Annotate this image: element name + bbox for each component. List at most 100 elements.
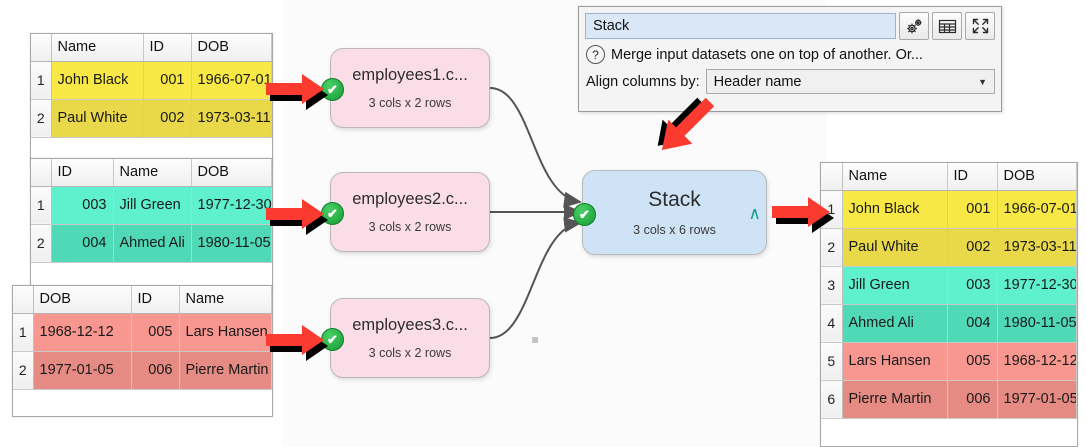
table-row[interactable]: 3 Jill Green 003 1977-12-30 [821,266,1077,305]
node-employees3[interactable]: ✔ employees3.c... 3 cols x 2 rows [321,298,490,378]
cell-name[interactable]: Pierre Martin [179,351,272,390]
cell-name[interactable]: Lars Hansen [179,313,272,352]
row-number: 2 [31,224,52,263]
help-icon[interactable]: ? [586,45,605,64]
table-row[interactable]: 6 Pierre Martin 006 1977-01-05 [821,380,1077,419]
column-header[interactable]: Name [842,163,948,191]
cell-name[interactable]: Jill Green [842,266,948,305]
cell-name[interactable]: Lars Hansen [842,342,948,381]
cell-name[interactable]: Ahmed Ali [113,224,192,263]
node-description: Merge input datasets one on top of anoth… [611,46,923,63]
cell-id[interactable]: 003 [947,266,998,305]
table-row[interactable]: 1 John Black 001 1966-07-01 [821,190,1077,229]
table-view-icon[interactable] [932,12,962,40]
fullscreen-expand-icon[interactable] [965,12,995,40]
node-title: employees1.c... [352,65,468,84]
align-columns-label: Align columns by: [586,73,700,90]
table-row[interactable]: 1 John Black 001 1966-07-01 [31,61,272,100]
input-table-employees3[interactable]: DOB ID Name 1 1968-12-12 005 Lars Hansen… [12,285,273,417]
cell-name[interactable]: Ahmed Ali [842,304,948,343]
cell-name[interactable]: John Black [842,190,948,229]
column-header[interactable]: ID [947,163,998,191]
cell-dob[interactable]: 1968-12-12 [33,313,132,352]
cell-dob[interactable]: 1966-07-01 [191,61,272,100]
column-header[interactable]: DOB [191,159,272,187]
row-number: 2 [13,351,34,390]
cell-id[interactable]: 005 [131,313,180,352]
table-row[interactable]: 5 Lars Hansen 005 1968-12-12 [821,342,1077,381]
cell-id[interactable]: 002 [947,228,998,267]
row-number: 2 [821,228,843,267]
column-header[interactable]: Name [113,159,192,187]
table-row[interactable]: 2 Paul White 002 1973-03-11 [821,228,1077,267]
cell-id[interactable]: 004 [51,224,114,263]
cell-dob[interactable]: 1980-11-05 [997,304,1077,343]
cell-id[interactable]: 006 [947,380,998,419]
cell-name[interactable]: John Black [51,61,144,100]
column-header[interactable]: DOB [997,163,1077,191]
cell-dob[interactable]: 1968-12-12 [997,342,1077,381]
properties-panel[interactable]: Stack [578,6,1002,112]
node-employees2[interactable]: ✔ employees2.c... 3 cols x 2 rows [321,172,490,252]
cell-id[interactable]: 003 [51,186,114,225]
table-row[interactable]: 2 004 Ahmed Ali 1980-11-05 [31,224,272,263]
output-table-stack[interactable]: Name ID DOB 1 John Black 001 1966-07-01 … [820,162,1078,447]
node-title: employees3.c... [352,315,468,334]
settings-gear-icon[interactable] [899,12,929,40]
node-stack[interactable]: ✔ Stack 3 cols x 6 rows ∧ [573,170,767,255]
column-header[interactable]: ID [143,34,192,62]
row-number: 1 [31,186,52,225]
row-number: 1 [13,313,34,352]
table-row[interactable]: 4 Ahmed Ali 004 1980-11-05 [821,304,1077,343]
cell-dob[interactable]: 1977-01-05 [997,380,1077,419]
cell-dob[interactable]: 1977-01-05 [33,351,132,390]
cell-dob[interactable]: 1977-12-30 [997,266,1077,305]
table-corner [821,163,843,191]
row-number: 6 [821,380,843,419]
cell-id[interactable]: 005 [947,342,998,381]
cell-dob[interactable]: 1973-03-11 [191,99,272,138]
cell-id[interactable]: 002 [143,99,192,138]
column-header[interactable]: Name [179,286,272,314]
status-ok-icon: ✔ [321,328,344,351]
table-corner [31,34,52,62]
input-table-employees1[interactable]: Name ID DOB 1 John Black 001 1966-07-01 … [30,33,273,165]
row-number: 2 [31,99,52,138]
node-subtitle: 3 cols x 2 rows [368,346,452,360]
table-row[interactable]: 1 1968-12-12 005 Lars Hansen [13,313,272,352]
table-row[interactable]: 2 1977-01-05 006 Pierre Martin [13,351,272,390]
cell-name[interactable]: Pierre Martin [842,380,948,419]
table-corner [13,286,34,314]
cell-name[interactable]: Paul White [51,99,144,138]
cell-id[interactable]: 001 [143,61,192,100]
table-row[interactable]: 2 Paul White 002 1973-03-11 [31,99,272,138]
column-header[interactable]: ID [131,286,180,314]
table-row[interactable]: 1 003 Jill Green 1977-12-30 [31,186,272,225]
cell-name[interactable]: Jill Green [113,186,192,225]
status-ok-icon: ✔ [321,78,344,101]
node-employees1[interactable]: ✔ employees1.c... 3 cols x 2 rows [321,48,490,128]
cell-dob[interactable]: 1966-07-01 [997,190,1077,229]
cell-name[interactable]: Paul White [842,228,948,267]
column-header[interactable]: ID [51,159,114,187]
cell-dob[interactable]: 1977-12-30 [191,186,272,225]
row-number: 1 [31,61,52,100]
cell-dob[interactable]: 1980-11-05 [191,224,272,263]
input-table-employees2[interactable]: ID Name DOB 1 003 Jill Green 1977-12-30 … [30,158,273,290]
column-header[interactable]: Name [51,34,144,62]
cell-id[interactable]: 006 [131,351,180,390]
cell-id[interactable]: 001 [947,190,998,229]
node-subtitle: 3 cols x 2 rows [368,220,452,234]
row-number: 4 [821,304,843,343]
row-number: 3 [821,266,843,305]
column-header[interactable]: DOB [191,34,272,62]
status-ok-icon: ✔ [573,202,596,226]
cell-id[interactable]: 004 [947,304,998,343]
status-ok-icon: ✔ [321,202,344,225]
cell-dob[interactable]: 1973-03-11 [997,228,1077,267]
align-columns-select[interactable]: Header name ▼ [705,69,995,94]
expand-caret-icon[interactable]: ∧ [748,203,761,224]
row-number: 1 [821,190,843,229]
node-name-input[interactable]: Stack [585,13,896,39]
column-header[interactable]: DOB [33,286,132,314]
